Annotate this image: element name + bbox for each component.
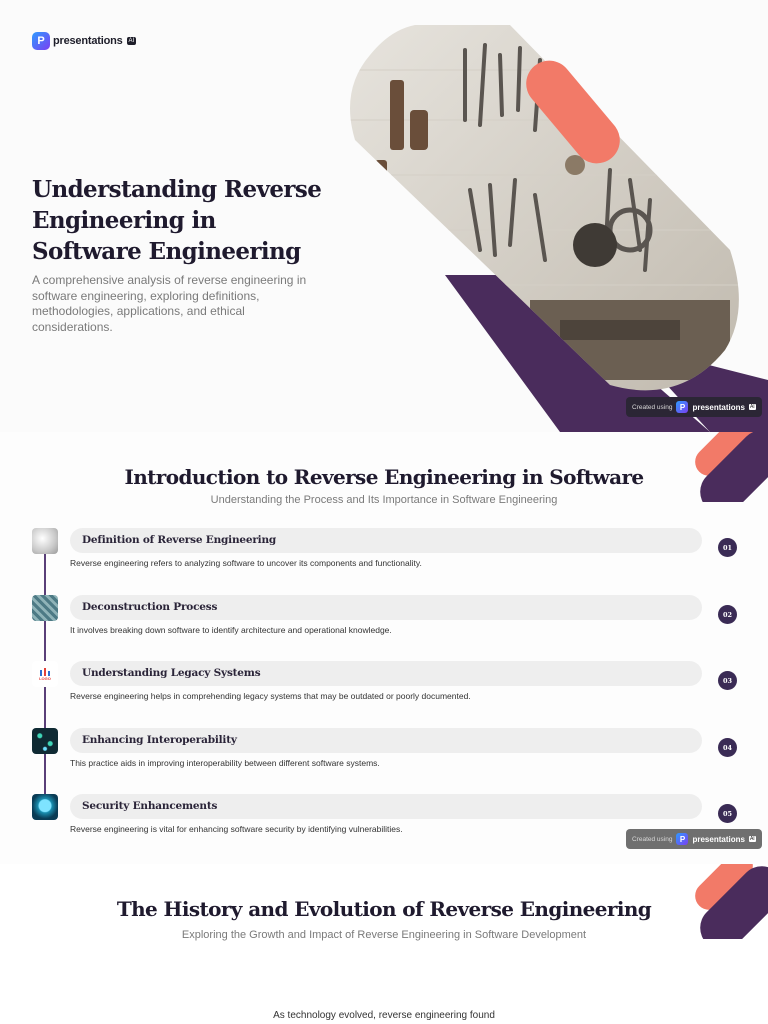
created-using-label: Created using xyxy=(632,403,673,411)
badge-ai-tag: AI xyxy=(748,404,756,410)
timeline-item: Enhancing Interoperability This practice… xyxy=(0,728,768,788)
decorative-shape xyxy=(695,864,768,939)
slide-subtitle: Exploring the Growth and Impact of Rever… xyxy=(181,929,587,941)
created-using-label: Created using xyxy=(632,835,673,843)
introduction-slide: Introduction to Reverse Engineering in S… xyxy=(0,432,768,864)
bar-logo-icon xyxy=(40,668,50,676)
slide-subtitle: Understanding the Process and Its Import… xyxy=(210,494,558,506)
created-using-badge[interactable]: Created using P presentations AI xyxy=(626,829,762,849)
brand-logo[interactable]: P presentations AI xyxy=(32,32,137,50)
badge-ai-tag: AI xyxy=(748,836,756,842)
timeline-heading: Definition of Reverse Engineering xyxy=(82,534,277,546)
hero-image xyxy=(350,25,768,432)
timeline-description: Reverse engineering refers to analyzing … xyxy=(70,558,422,568)
timeline-heading-pill xyxy=(70,528,702,553)
slide-title: The History and Evolution of Reverse Eng… xyxy=(116,897,652,921)
timeline-item: LOGO Understanding Legacy Systems Revers… xyxy=(0,661,768,721)
title-slide: P presentations AI Understanding Reverse… xyxy=(0,0,768,432)
timeline-heading: Enhancing Interoperability xyxy=(82,734,237,746)
history-slide: The History and Evolution of Reverse Eng… xyxy=(0,864,768,1024)
timeline-description: Reverse engineering is vital for enhanci… xyxy=(70,824,403,834)
slide-title: Introduction to Reverse Engineering in S… xyxy=(124,465,644,489)
decorative-shape xyxy=(695,432,768,502)
timeline-heading: Deconstruction Process xyxy=(82,601,218,613)
step-number-badge: 01 xyxy=(718,538,737,557)
presentations-logo-icon: P xyxy=(676,833,689,845)
badge-brand-name: presentations xyxy=(692,834,745,844)
step-number-badge: 04 xyxy=(718,738,737,757)
timeline-item: Security Enhancements Reverse engineerin… xyxy=(0,794,768,854)
step-number-badge: 02 xyxy=(718,605,737,624)
timeline-description: This practice aids in improving interope… xyxy=(70,758,380,768)
timeline-heading-pill xyxy=(70,595,702,620)
timeline-item: Definition of Reverse Engineering Revers… xyxy=(0,528,768,588)
timeline-heading-pill xyxy=(70,794,702,819)
presentations-logo-icon: P xyxy=(676,401,689,413)
timeline-heading: Understanding Legacy Systems xyxy=(82,667,261,679)
abstract-image-icon xyxy=(32,528,58,554)
slide-subtitle: A comprehensive analysis of reverse engi… xyxy=(32,273,307,334)
timeline-heading: Security Enhancements xyxy=(82,800,218,812)
timeline-item: Deconstruction Process It involves break… xyxy=(0,595,768,655)
timeline-description: It involves breaking down software to id… xyxy=(70,625,392,635)
body-text: As technology evolved, reverse engineeri… xyxy=(273,1010,495,1021)
security-image-icon xyxy=(32,794,58,820)
step-number-badge: 03 xyxy=(718,671,737,690)
step-number-badge: 05 xyxy=(718,804,737,823)
slide-title: Understanding Reverse Engineering in Sof… xyxy=(32,176,322,265)
presentations-logo-icon: P xyxy=(32,32,50,50)
timeline-description: Reverse engineering helps in comprehendi… xyxy=(70,691,471,701)
network-image-icon xyxy=(32,728,58,754)
badge-brand-name: presentations xyxy=(692,402,745,412)
created-using-badge[interactable]: Created using P presentations AI xyxy=(626,397,762,417)
logo-caption: LOGO xyxy=(39,676,51,681)
logo-image-icon: LOGO xyxy=(32,661,58,687)
building-image-icon xyxy=(32,595,58,621)
brand-name: presentations xyxy=(53,35,123,47)
brand-ai-tag: AI xyxy=(126,37,137,45)
timeline-heading-pill xyxy=(70,728,702,753)
timeline-heading-pill xyxy=(70,661,702,686)
